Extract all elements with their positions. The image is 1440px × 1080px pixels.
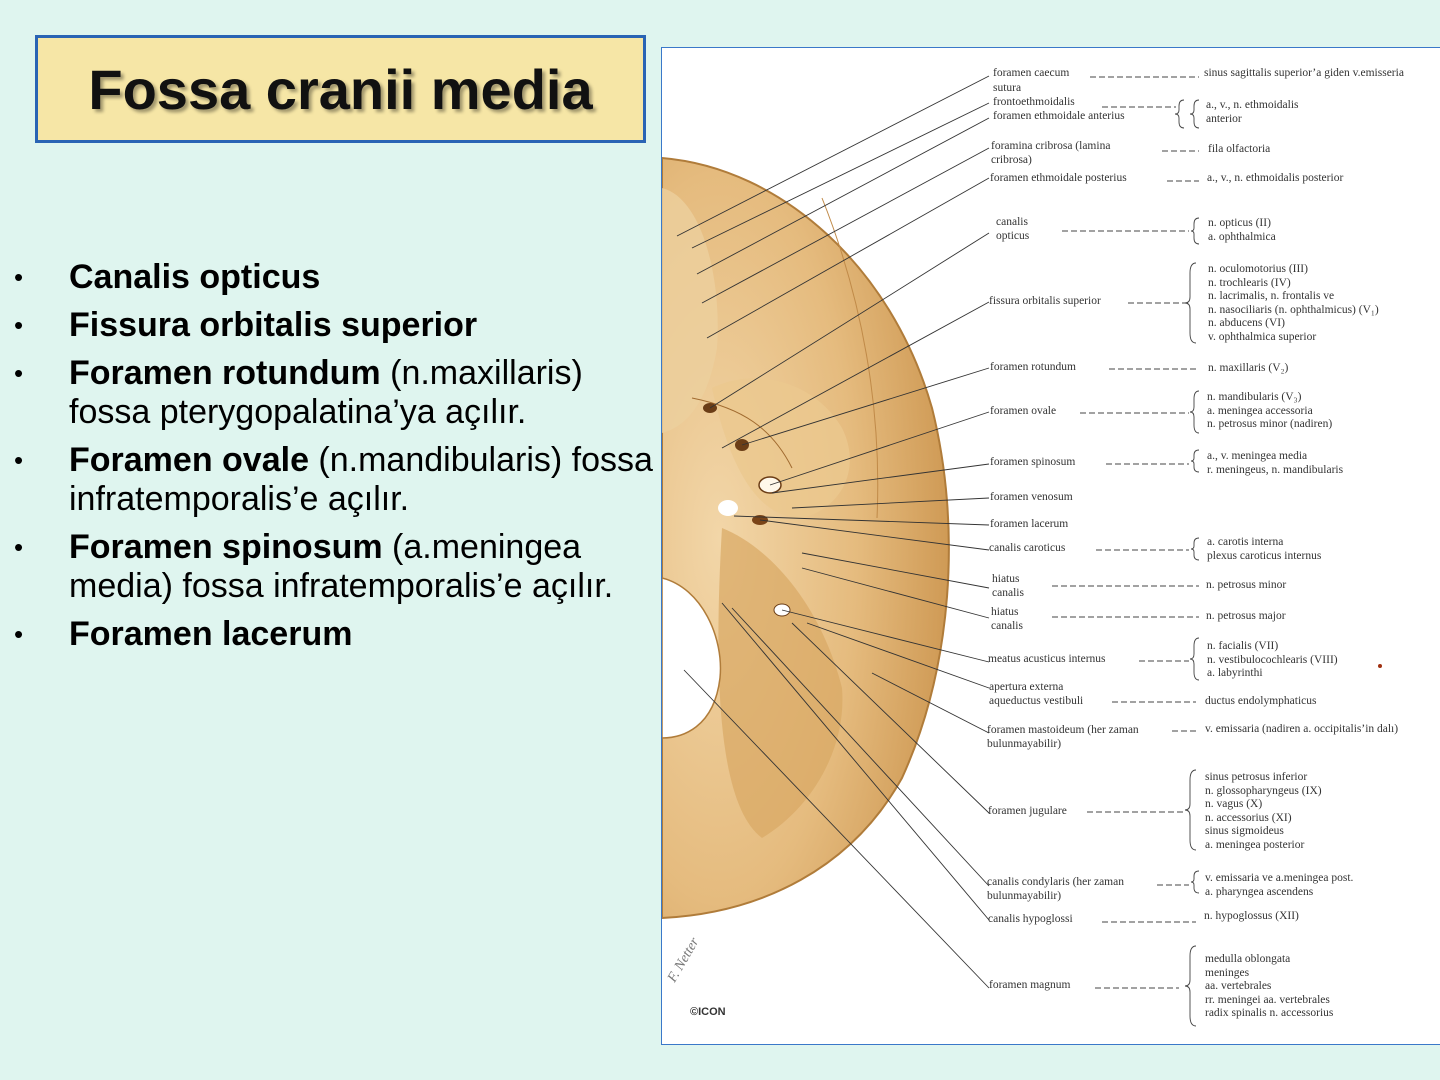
- label-canalis-hypoglossi: canalis hypoglossi: [988, 913, 1073, 925]
- list-item: • Foramen ovale (n.mandibularis) fossa in…: [14, 441, 654, 519]
- dashed-leaders: [1052, 76, 1199, 989]
- bullet-term: Foramen lacerum: [69, 615, 353, 653]
- list-item: • Foramen lacerum: [14, 615, 654, 654]
- label-foramen-rotundum: foramen rotundum: [990, 361, 1076, 373]
- label-foramen-ethmoidale-anterius: foramen ethmoidale anterius: [993, 110, 1125, 122]
- content-ethmoidalis-posterior: a., v., n. ethmoidalis posterior: [1207, 172, 1344, 184]
- list-item: • Foramen rotundum (n.maxillaris) fossa p…: [14, 354, 654, 432]
- label-foramen-lacerum: foramen lacerum: [990, 518, 1069, 530]
- content-fissura-orbitalis: n. oculomotorius (III) n. trochlearis (I…: [1208, 263, 1379, 343]
- content-petrosus-minor: n. petrosus minor: [1206, 579, 1287, 591]
- bullet-term: Foramen rotundum: [69, 354, 381, 392]
- content-ethmoidalis-anterior: a., v., n. ethmoidalis anterior: [1206, 99, 1299, 125]
- label-sutura: sutura frontoethmoidalis: [993, 82, 1075, 108]
- label-fissura-orbitalis-superior: fissura orbitalis superior: [989, 295, 1101, 307]
- bullet-term: Canalis opticus: [69, 258, 321, 296]
- bullet-description: (n.maxillaris) fossa pterygopalatina’ya …: [69, 354, 583, 431]
- content-fila-olfactoria: fila olfactoria: [1208, 143, 1271, 155]
- bullet-marker: •: [14, 445, 24, 475]
- label-hiatus-canalis-minor: hiatus canalis: [992, 573, 1024, 599]
- content-foramen-rotundum: n. maxillaris (V₂): [1208, 362, 1289, 374]
- bullet-term: Fissura orbitalis superior: [69, 306, 478, 344]
- bullet-description: (n.mandibularis) fossa infratemporalis’e…: [69, 441, 653, 518]
- label-canalis-caroticus: canalis caroticus: [989, 542, 1066, 554]
- list-item: • Fissura orbitalis superior: [14, 306, 654, 345]
- skull-base-bone: [662, 156, 950, 920]
- bullet-list: • Canalis opticus • Fissura orbitalis supe…: [14, 258, 654, 663]
- label-apertura-externa: apertura externa aqueductus vestibuli: [989, 681, 1084, 707]
- content-meatus-acusticus: n. facialis (VII) n. vestibulocochlearis…: [1207, 640, 1338, 679]
- slide-title: Fossa cranii media: [88, 57, 593, 121]
- content-foramen-spinosum: a., v. meningea media r. meningeus, n. m…: [1207, 450, 1344, 476]
- label-canalis-condylaris: canalis condylaris (her zaman bulunmayab…: [987, 876, 1124, 902]
- content-ductus-endolymphaticus: ductus endolymphaticus: [1205, 695, 1317, 707]
- bullet-marker: •: [14, 262, 24, 292]
- label-foramen-ovale: foramen ovale: [990, 405, 1057, 417]
- red-dot: [1378, 664, 1382, 668]
- label-foramen-jugulare: foramen jugulare: [988, 805, 1067, 817]
- label-foramen-caecum: foramen caecum: [993, 67, 1070, 79]
- copyright-mark: ©ICON: [690, 1006, 726, 1018]
- content-canalis-caroticus: a. carotis interna plexus caroticus inte…: [1207, 536, 1322, 562]
- label-canalis-opticus: canalis opticus: [996, 216, 1030, 242]
- content-foramen-magnum: medulla oblongata meninges aa. vertebral…: [1205, 953, 1334, 1019]
- bullet-marker: •: [14, 532, 24, 562]
- content-canalis-hypoglossi: n. hypoglossus (XII): [1204, 910, 1299, 922]
- brackets: [1174, 99, 1200, 1027]
- content-foramen-jugulare: sinus petrosus inferior n. glossopharyng…: [1205, 771, 1322, 851]
- label-foramen-magnum: foramen magnum: [989, 979, 1071, 991]
- bullet-term: Foramen ovale: [69, 441, 309, 479]
- content-petrosus-major: n. petrosus major: [1206, 610, 1286, 622]
- bullet-marker: •: [14, 310, 24, 340]
- content-canalis-condylaris: v. emissaria ve a.meningea post. a. phar…: [1205, 872, 1354, 898]
- label-foramen-mastoideum: foramen mastoideum (her zaman bulunmayab…: [987, 724, 1139, 750]
- label-foramina-cribrosa: foramina cribrosa (lamina cribrosa): [991, 140, 1111, 166]
- content-foramen-mastoideum: v. emissaria (nadiren a. occipitalis’in …: [1205, 723, 1399, 735]
- list-item: • Foramen spinosum (a.meningea media) fos…: [14, 528, 654, 606]
- bullet-description: (a.meningea media) fossa infratemporalis…: [69, 528, 614, 605]
- skull-base-illustration: [662, 75, 1382, 1027]
- anatomy-figure: foramen caecum sutura frontoethmoidalis …: [661, 47, 1440, 1045]
- content-canalis-opticus: n. opticus (II) a. ophthalmica: [1208, 217, 1276, 243]
- label-hiatus-canalis-major: hiatus canalis: [991, 606, 1023, 632]
- label-foramen-spinosum: foramen spinosum: [990, 456, 1076, 468]
- title-box: Fossa cranii media: [35, 35, 646, 143]
- bullet-term: Foramen spinosum: [69, 528, 383, 566]
- content-foramen-ovale: n. mandibularis (V₃) a. meningea accesso…: [1207, 391, 1333, 430]
- content-sinus-sagittalis: sinus sagittalis superior’a giden v.emis…: [1204, 67, 1404, 79]
- label-meatus-acusticus-internus: meatus acusticus internus: [988, 653, 1106, 665]
- list-item: • Canalis opticus: [14, 258, 654, 297]
- bullet-marker: •: [14, 358, 24, 388]
- bullet-marker: •: [14, 619, 24, 649]
- label-foramen-ethmoidale-posterius: foramen ethmoidale posterius: [990, 172, 1127, 184]
- leader-lines: [676, 75, 990, 989]
- label-foramen-venosum: foramen venosum: [990, 491, 1073, 503]
